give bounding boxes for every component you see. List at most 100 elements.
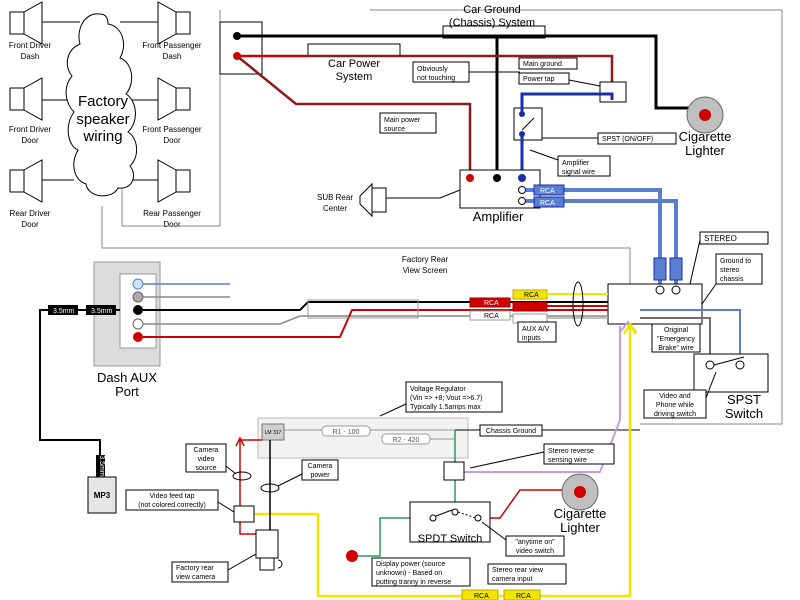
svg-text:R2 - 420: R2 - 420 — [393, 437, 420, 444]
svg-text:view camera: view camera — [176, 574, 215, 581]
svg-text:(not colored correctly): (not colored correctly) — [138, 502, 206, 509]
svg-text:not touching: not touching — [417, 75, 455, 82]
speaker-rear-passenger-door: Rear Passenger Door — [143, 159, 201, 229]
anytime-on-note: "anytime on" video switch — [481, 521, 565, 557]
stereo-rca-plug-2 — [669, 257, 683, 281]
svg-text:SPDT Switch: SPDT Switch — [418, 533, 483, 545]
svg-text:Chassis Ground: Chassis Ground — [486, 428, 536, 435]
svg-text:Lighter: Lighter — [685, 143, 725, 158]
svg-text:Front Passenger: Front Passenger — [142, 41, 201, 50]
voltage-regulator-board: LM 317 R1 - 100 R2 - 420 — [257, 417, 469, 459]
svg-text:Switch: Switch — [725, 406, 763, 421]
svg-text:RCA: RCA — [474, 593, 489, 600]
svg-text:source: source — [384, 126, 405, 133]
svg-text:"anytime on": "anytime on" — [515, 539, 555, 546]
svg-text:Typically 1.5amps max: Typically 1.5amps max — [410, 404, 481, 411]
svg-text:RCA: RCA — [540, 188, 555, 195]
camera-video-wire — [240, 326, 632, 598]
svg-text:System: System — [336, 71, 373, 83]
sub-rear-center-speaker: SUB Rear Center — [317, 182, 461, 218]
svg-text:Power tap: Power tap — [523, 76, 555, 83]
svg-text:Dash AUX: Dash AUX — [97, 370, 157, 385]
svg-text:Port: Port — [115, 384, 139, 399]
dash-aux-port: Dash AUX Port — [93, 261, 161, 399]
svg-text:Phone while: Phone while — [656, 402, 694, 409]
svg-text:Amplifier: Amplifier — [473, 209, 524, 224]
aux-harness — [307, 299, 419, 319]
svg-text:View Screen: View Screen — [403, 266, 448, 275]
svg-text:RCA: RCA — [484, 313, 499, 320]
svg-text:sensing wire: sensing wire — [548, 457, 587, 464]
car-power-system: Car Power System — [307, 43, 401, 83]
svg-text:Amplifier: Amplifier — [562, 160, 590, 167]
aux-rca-red-2 — [512, 301, 548, 312]
svg-text:MP3: MP3 — [94, 491, 111, 500]
svg-text:Main power: Main power — [384, 117, 421, 124]
factory-rear-camera: Factory rear view camera — [171, 529, 283, 583]
aux-bundle-ring — [572, 281, 584, 327]
svg-text:Video feed tap: Video feed tap — [149, 493, 194, 500]
camera-power-ring — [260, 483, 280, 493]
svg-text:speaker: speaker — [76, 111, 129, 128]
video-source-ring — [232, 471, 252, 481]
ground-to-stereo-chassis-note: Ground to stereo chassis — [701, 253, 763, 305]
svg-text:Front Driver: Front Driver — [9, 125, 52, 134]
camera-power-note: Camera power — [277, 459, 339, 487]
amplifier: Amplifier — [459, 169, 541, 224]
display-power-source: Display power (source unknown) - Based o… — [346, 550, 471, 587]
svg-text:3.5mm: 3.5mm — [98, 455, 105, 477]
svg-text:SUB Rear: SUB Rear — [317, 193, 353, 202]
svg-text:Ground to: Ground to — [720, 258, 751, 265]
svg-text:Voltage Regulator: Voltage Regulator — [410, 386, 466, 393]
main-power-note: Main power source — [379, 112, 437, 134]
factory-speaker-wiring-cloud: Factory speaker wiring — [65, 13, 137, 197]
cigarette-lighter-top: Cigarette Lighter — [679, 96, 731, 158]
svg-text:Front Driver: Front Driver — [9, 41, 52, 50]
reverse-tap-box — [443, 461, 465, 481]
speaker-wires — [42, 21, 158, 181]
svg-text:camera input: camera input — [492, 576, 533, 583]
svg-text:stereo: stereo — [720, 267, 740, 274]
svg-text:unknown) - Based on: unknown) - Based on — [376, 570, 442, 577]
video-phone-switch-note: Video and Phone while driving switch — [643, 371, 717, 419]
svg-text:Rear Driver: Rear Driver — [10, 209, 51, 218]
svg-text:Dash: Dash — [21, 52, 40, 61]
svg-text:Car Power: Car Power — [328, 58, 380, 70]
svg-text:Obviously: Obviously — [417, 66, 448, 73]
svg-text:Camera: Camera — [194, 447, 219, 454]
svg-text:3.5mm: 3.5mm — [53, 308, 75, 315]
svg-text:Display power (source: Display power (source — [376, 561, 445, 568]
svg-text:Center: Center — [323, 204, 347, 213]
spdt-switch: SPDT Switch — [409, 501, 491, 545]
amp-rca-plug-1 — [533, 184, 565, 196]
speaker-front-driver-door: Front Driver Door — [9, 77, 52, 145]
main-ground-note: Main ground — [518, 57, 578, 70]
not-touching-note: Obviously not touching — [412, 61, 520, 83]
svg-text:"Emergency: "Emergency — [657, 336, 695, 343]
camera-power-red — [239, 439, 262, 535]
svg-text:power: power — [310, 472, 330, 479]
power-wires — [236, 54, 614, 176]
svg-text:RCA: RCA — [524, 292, 539, 299]
camera-video-source-note: Camera video source — [185, 443, 237, 475]
svg-text:Door: Door — [163, 220, 181, 229]
amplifier-signal-note: Amplifier signal wire — [529, 149, 611, 177]
stereo-cam-input-note: Stereo rear view camera input — [487, 563, 567, 585]
svg-text:driving switch: driving switch — [654, 411, 696, 418]
aux-av-inputs-note: AUX A/V inputs — [517, 321, 557, 343]
cig2-power-wire — [478, 489, 564, 519]
svg-text:RCA: RCA — [484, 300, 499, 307]
aux-av-wires — [143, 283, 608, 338]
svg-text:video switch: video switch — [516, 548, 554, 555]
svg-text:Cigarette: Cigarette — [554, 506, 607, 521]
speaker-rear-driver-door: Rear Driver Door — [9, 159, 51, 229]
video-feed-tap-box — [233, 505, 255, 523]
voltage-regulator-note: Voltage Regulator (Vin => +8; Vout =>6.7… — [379, 381, 503, 417]
power-tap-box — [599, 81, 627, 103]
svg-text:3.5mm: 3.5mm — [91, 308, 113, 315]
svg-text:RCA: RCA — [540, 200, 555, 207]
svg-text:Door: Door — [21, 220, 39, 229]
svg-text:RCA: RCA — [516, 593, 531, 600]
svg-text:SPST: SPST — [727, 392, 761, 407]
svg-text:Dash: Dash — [163, 52, 182, 61]
